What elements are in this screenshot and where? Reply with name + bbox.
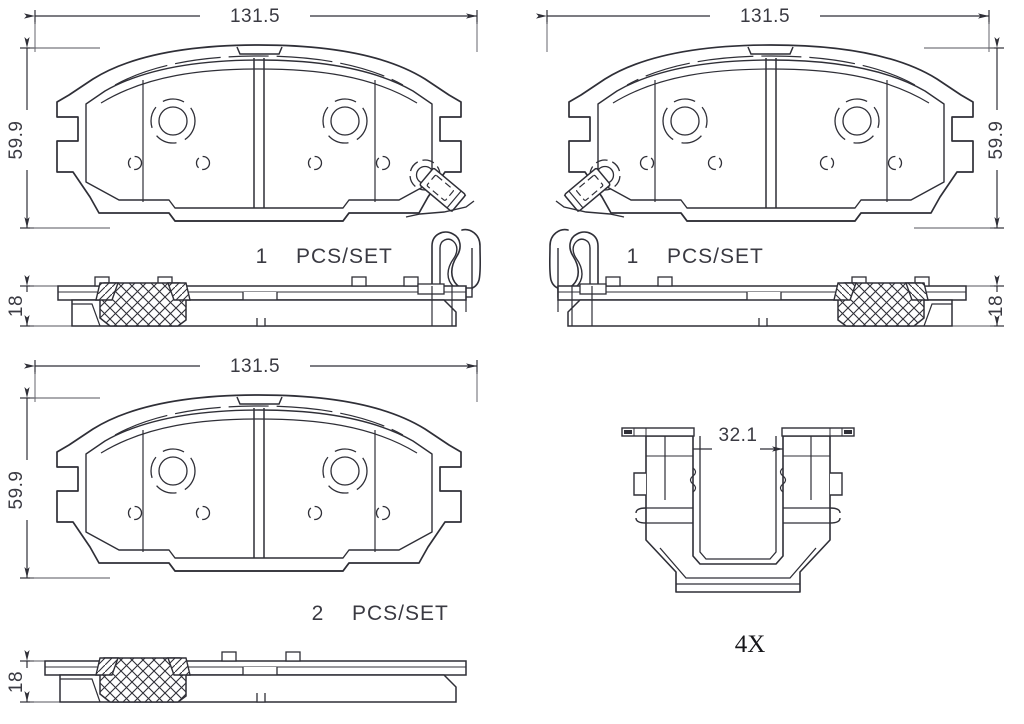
dim-height-top-left: 59.9 xyxy=(6,121,27,160)
qty-count-bottom-left: 2 xyxy=(312,602,325,625)
section-top-right: 18 xyxy=(557,275,1007,327)
clip-multiplier-label: 4X xyxy=(735,631,766,658)
section-bottom-left: 18 xyxy=(6,650,467,703)
dim-thickness-top-left: 18 xyxy=(6,295,27,317)
qty-count-top-left: 1 xyxy=(256,245,269,268)
qty-unit-top-right: PCS/SET xyxy=(667,245,764,268)
dim-width-bottom-left: 131.5 xyxy=(230,356,280,377)
dimension-59-9-bottom-left: 59.9 xyxy=(6,387,110,579)
sensor-wire-top-right xyxy=(555,200,625,218)
view-bottom-left-pad: 131.5 59.9 2 PCS/SET 18 xyxy=(6,356,478,703)
dim-thickness-top-right: 18 xyxy=(986,295,1007,317)
section-top-left: 18 xyxy=(6,275,467,327)
dimension-131-5-top-left: 131.5 xyxy=(24,6,478,52)
view-top-left-pad: 131.5 59.9 1 PCS/SET xyxy=(6,6,482,327)
dim-width-clip: 32.1 xyxy=(719,425,758,446)
clip-outline xyxy=(645,435,831,593)
dim-width-top-right: 131.5 xyxy=(740,6,790,27)
dimension-59-9-top-right: 59.9 xyxy=(914,37,1007,229)
qty-unit-bottom-left: PCS/SET xyxy=(352,602,449,625)
view-top-right-pad: 131.5 59.9 1 PCS/SET xyxy=(536,6,1007,327)
dimension-32-1-clip: 32.1 xyxy=(682,425,784,452)
clip-ear-right xyxy=(830,472,843,496)
dim-width-top-left: 131.5 xyxy=(230,6,280,27)
qty-count-top-right: 1 xyxy=(627,245,640,268)
dim-thickness-bottom-left: 18 xyxy=(6,671,27,693)
clip-top-tab-left xyxy=(621,427,695,437)
dim-height-top-right: 59.9 xyxy=(986,121,1007,160)
view-abutment-clip: 32.1 xyxy=(621,425,855,658)
clip-ear-left xyxy=(633,472,646,496)
clip-top-tab-right xyxy=(781,427,855,437)
dimension-131-5-top-right: 131.5 xyxy=(536,6,990,52)
dimension-59-9-top-left: 59.9 xyxy=(6,37,110,229)
sensor-wire-top-left xyxy=(405,200,475,218)
dimension-131-5-bottom-left: 131.5 xyxy=(24,356,478,402)
dim-height-bottom-left: 59.9 xyxy=(6,471,27,510)
qty-unit-top-left: PCS/SET xyxy=(296,245,393,268)
